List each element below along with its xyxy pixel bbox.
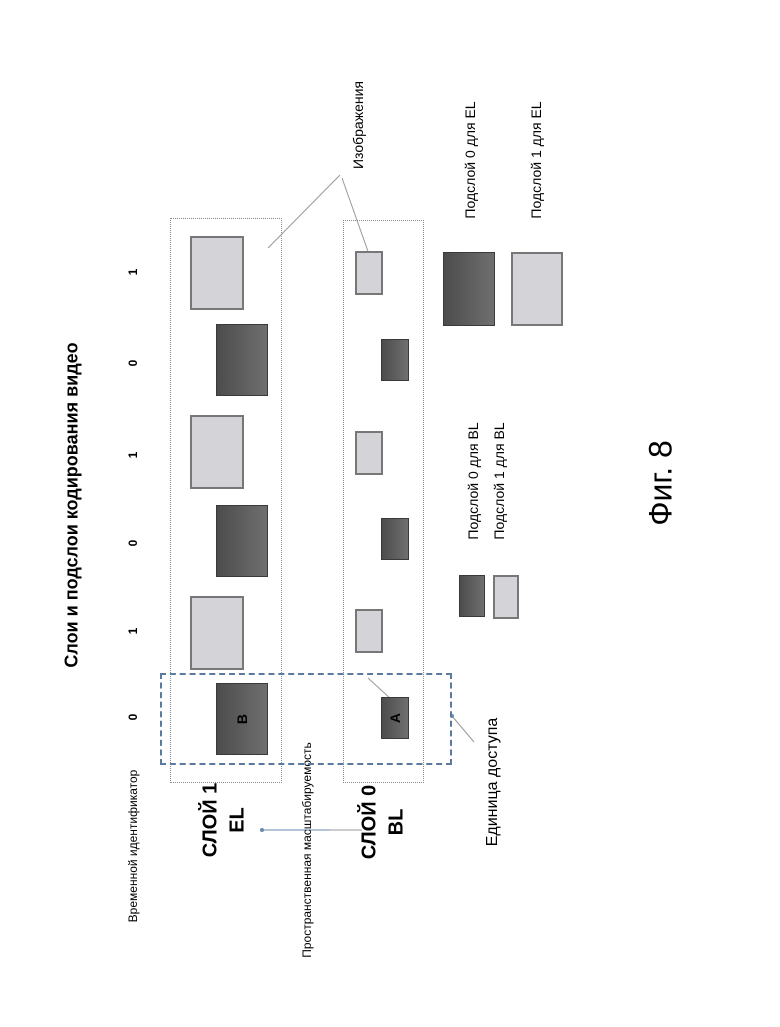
legend-bl-sublayer0-swatch (459, 575, 485, 617)
bl-picture-sublayer1 (355, 251, 383, 295)
layer1-name: СЛОЙ 1 (200, 783, 223, 858)
pictures-label: Изображения (350, 81, 366, 169)
bl-picture-sublayer0: A (381, 697, 409, 739)
temporal-id-value: 1 (126, 269, 140, 276)
temporal-id-value: 0 (126, 714, 140, 721)
legend-el-sublayer1-label: Подслой 1 для EL (528, 101, 544, 218)
spatial-scalability-label: Пространственная масштабируемость (300, 742, 314, 958)
temporal-id-value: 0 (126, 540, 140, 547)
legend-el-sublayer0-label: Подслой 0 для EL (462, 101, 478, 218)
layer0-abbr: BL (386, 809, 409, 836)
temporal-id-value: 0 (126, 360, 140, 367)
el-picture-sublayer1 (190, 415, 244, 489)
el-picture-sublayer0 (216, 505, 268, 577)
legend-el-sublayer1-swatch (511, 252, 563, 326)
el-picture-sublayer1 (190, 596, 244, 670)
el-picture-sublayer0: B (216, 683, 268, 755)
picture-letter-b: B (234, 714, 250, 724)
el-picture-sublayer0 (216, 324, 268, 396)
layer1-abbr: EL (227, 807, 250, 833)
temporal-id-label: Временной идентификатор (126, 770, 140, 923)
legend-el-sublayer0-swatch (443, 252, 495, 326)
bl-picture-sublayer1 (355, 609, 383, 653)
temporal-id-value: 1 (126, 452, 140, 459)
bl-picture-sublayer1 (355, 431, 383, 475)
figure-label: Фиг. 8 (643, 440, 680, 526)
picture-letter-a: A (387, 713, 403, 723)
bl-picture-sublayer0 (381, 339, 409, 381)
diagram-title: Слои и подслои кодирования видео (62, 342, 83, 667)
bl-picture-sublayer0 (381, 518, 409, 560)
layer0-name: СЛОЙ 0 (359, 785, 382, 860)
access-unit-label: Единица доступа (484, 718, 502, 847)
legend-bl-sublayer1-swatch (493, 575, 519, 619)
el-picture-sublayer1 (190, 236, 244, 310)
legend-bl-sublayer0-label: Подслой 0 для BL (465, 422, 481, 539)
legend-bl-sublayer1-label: Подслой 1 для BL (491, 422, 507, 539)
temporal-id-value: 1 (126, 628, 140, 635)
